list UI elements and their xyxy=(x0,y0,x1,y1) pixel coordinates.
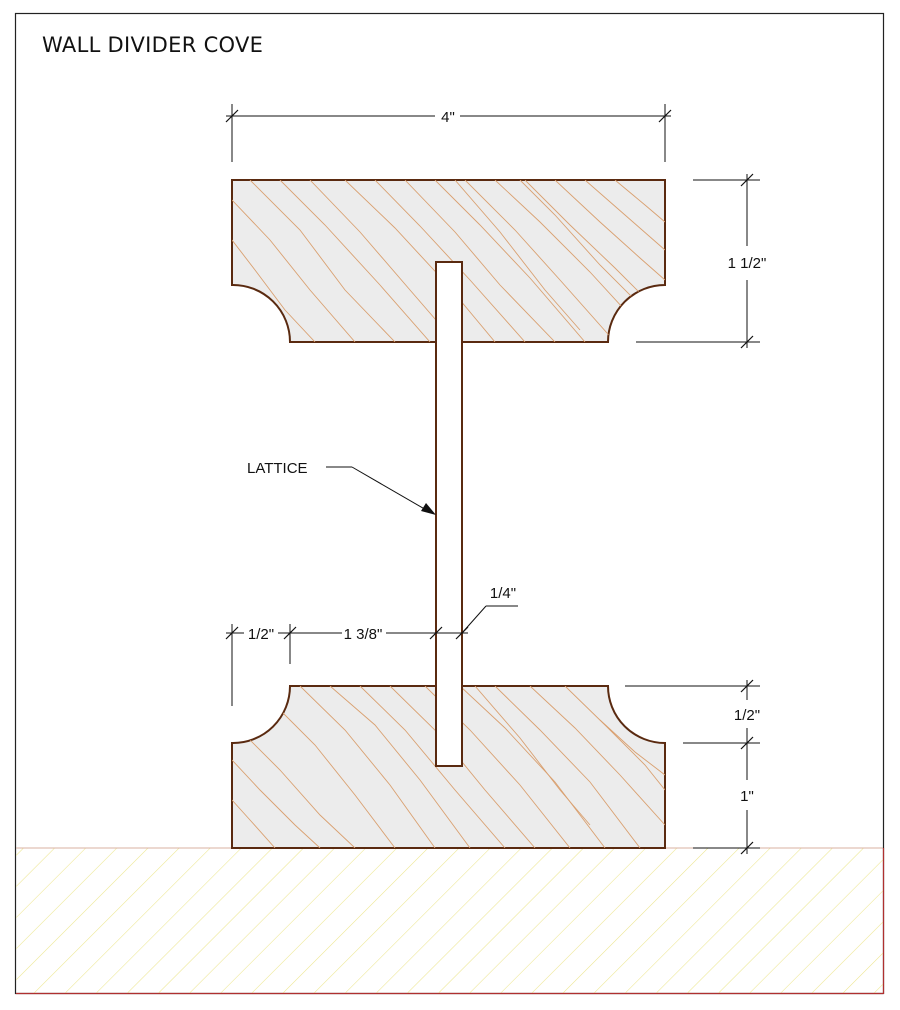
lattice-label: LATTICE xyxy=(247,460,308,477)
dimension-label-lattice-offset: 1 3/8" xyxy=(344,626,383,643)
dimension-label-lattice-thickness: 1/4" xyxy=(490,585,516,602)
dimension-label-cove-offset: 1/2" xyxy=(248,626,274,643)
dimension-label-bottom-block-height: 1" xyxy=(740,788,754,805)
dimension-lattice-offsets: 1/2" 1 3/8" 1/4" xyxy=(225,585,518,706)
lattice-leader: LATTICE xyxy=(247,460,436,515)
drawing-title: WALL DIVIDER COVE xyxy=(42,33,263,57)
lattice-strip xyxy=(435,261,463,767)
dimension-label-bottom-cove-height: 1/2" xyxy=(734,707,760,724)
dimension-label-top-block-height: 1 1/2" xyxy=(728,255,767,272)
dimension-label-overall-width: 4" xyxy=(441,109,455,126)
dimension-overall-width: 4" xyxy=(225,104,672,162)
dimension-top-block-height: 1 1/2" xyxy=(636,173,767,349)
floor-hatch xyxy=(16,847,885,995)
dimension-bottom-heights: 1/2" 1" xyxy=(625,679,760,855)
lattice-leader-arrowhead xyxy=(421,503,436,515)
